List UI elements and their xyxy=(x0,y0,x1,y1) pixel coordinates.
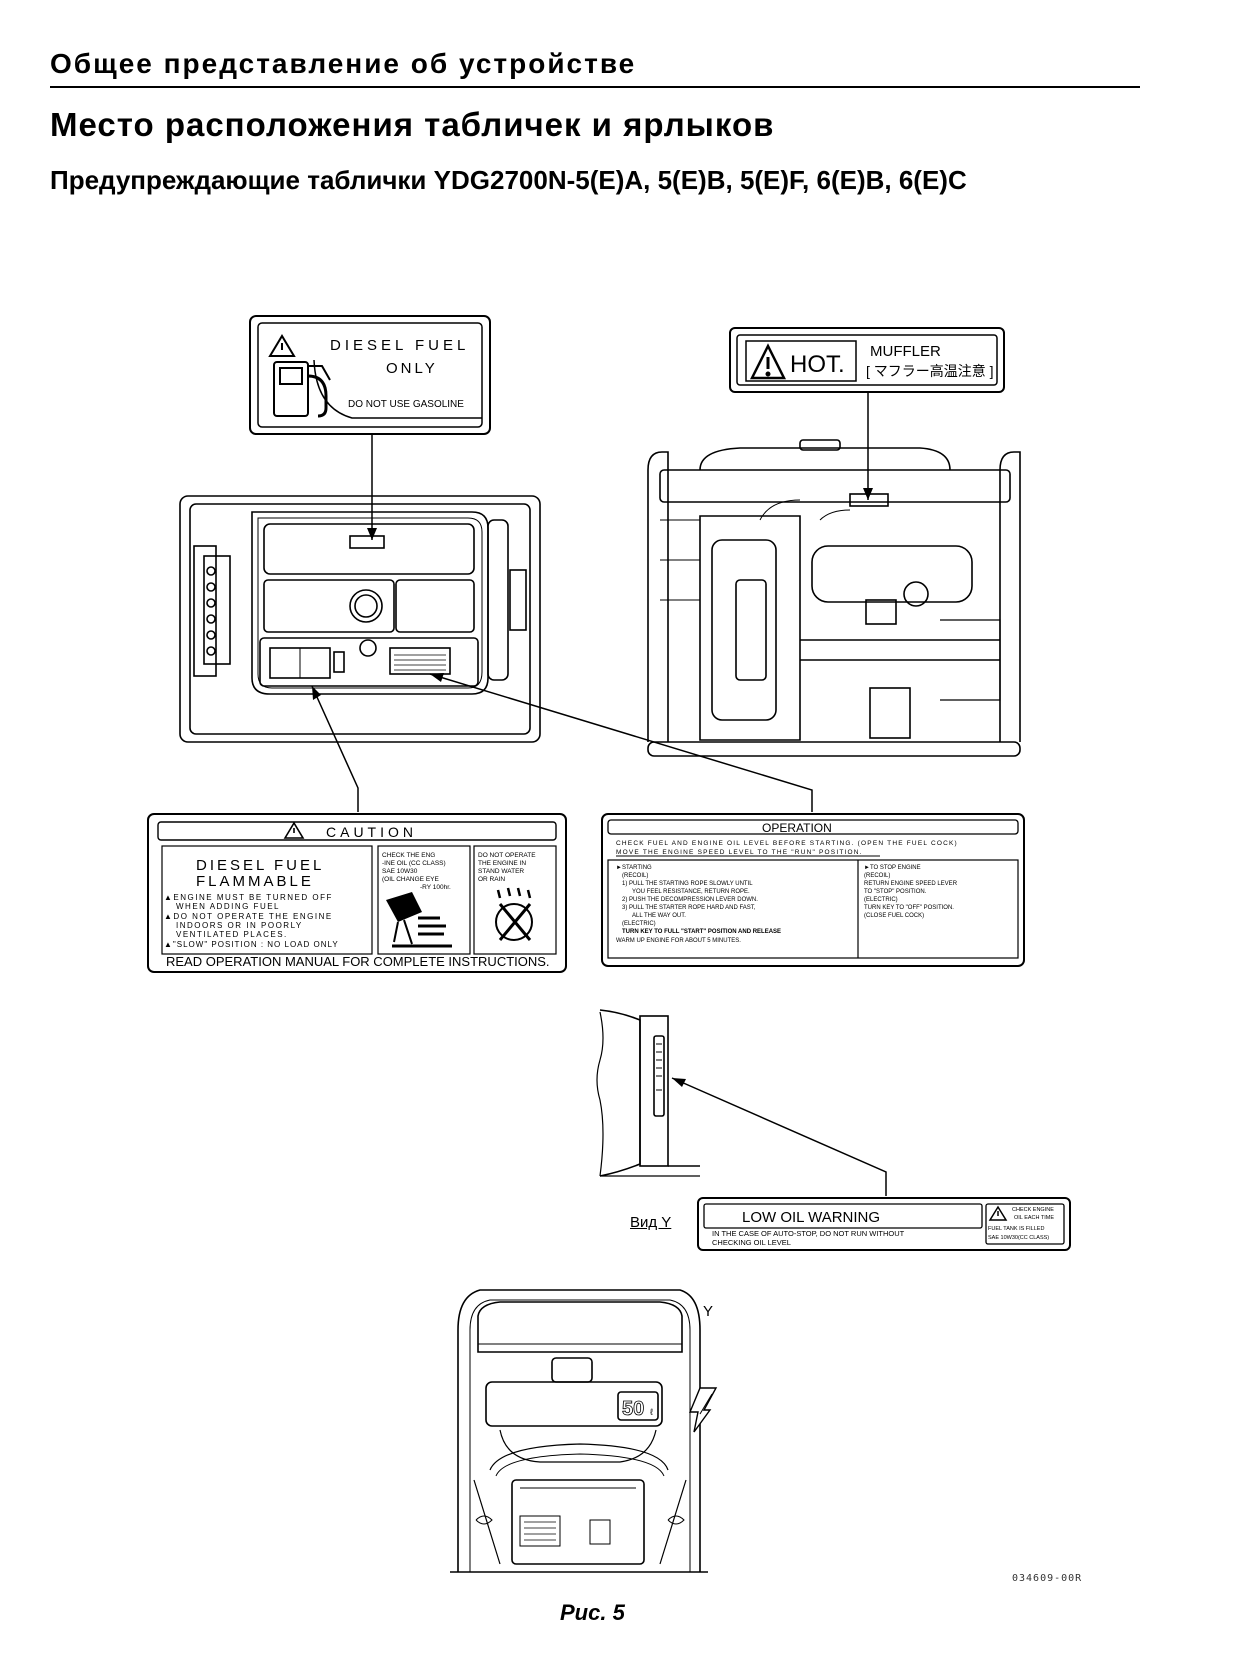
caution-water-line: STAND WATER xyxy=(478,868,524,875)
low-oil-side-line: CHECK ENGINE xyxy=(1012,1207,1054,1213)
caution-label: CAUTION DIESEL FUEL FLAMMABLE ▲ENGINE MU… xyxy=(147,813,567,973)
hot-label-word: HOT. xyxy=(790,351,845,378)
no-rain-icon xyxy=(495,887,533,941)
caution-oil-line: -INE OIL (CC CLASS) xyxy=(382,860,446,867)
view-y-arrow-label: Y xyxy=(703,1303,714,1320)
diesel-fuel-label: DIESEL FUEL ONLY DO NOT USE GASOLINE xyxy=(249,315,491,435)
svg-text:ℓ: ℓ xyxy=(650,1407,654,1417)
view-y-arrow-icon xyxy=(688,1387,718,1433)
caution-oil-line: (OIL CHANGE EYE xyxy=(382,876,439,883)
caution-bullet: VENTILATED PLACES. xyxy=(176,930,288,939)
caution-bullet: ▲"SLOW" POSITION : NO LOAD ONLY xyxy=(164,940,339,949)
caution-heading2: FLAMMABLE xyxy=(196,873,314,890)
page-title: Место расположения табличек и ярлыков xyxy=(50,106,775,143)
operation-stop-line: (RECOIL) xyxy=(864,873,890,879)
operation-start-line: ►STARTING xyxy=(616,865,652,871)
operation-start-line: 1) PULL THE STARTING ROPE SLOWLY UNTIL xyxy=(622,881,753,887)
operation-start-line: (ELECTRIC) xyxy=(622,921,656,927)
operation-start-line: 2) PUSH THE DECOMPRESSION LEVER DOWN. xyxy=(622,897,758,903)
view-y-label: Вид Y xyxy=(630,1214,672,1231)
caution-heading1: DIESEL FUEL xyxy=(196,857,324,874)
diesel-label-line1: DIESEL FUEL xyxy=(330,337,469,354)
operation-top-line: MOVE THE ENGINE SPEED LEVEL TO THE "RUN"… xyxy=(616,849,863,856)
caution-bullet: ▲ENGINE MUST BE TURNED OFF xyxy=(164,893,333,902)
operation-start-line: ALL THE WAY OUT. xyxy=(632,913,686,919)
generator-rear-view: 50 ℓ xyxy=(450,1289,708,1573)
operation-start-line: 3) PULL THE STARTER ROPE HARD AND FAST, xyxy=(622,905,756,911)
caution-bullet: WHEN ADDING FUEL xyxy=(176,902,280,911)
operation-stop-line: (ELECTRIC) xyxy=(864,897,898,903)
section-title: Общее представление об устройстве xyxy=(50,48,637,79)
subtitle: Предупреждающие таблички YDG2700N-5(E)A,… xyxy=(50,165,967,195)
figure-caption: Рис. 5 xyxy=(560,1600,625,1625)
diesel-label-line3: DO NOT USE GASOLINE xyxy=(348,399,464,410)
low-oil-side-line: FUEL TANK IS FILLED xyxy=(988,1226,1044,1232)
operation-label: OPERATION CHECK FUEL AND ENGINE OIL LEVE… xyxy=(601,813,1025,967)
operation-stop-line: TO "STOP" POSITION. xyxy=(864,889,927,895)
operation-start-line: YOU FEEL RESISTANCE, RETURN ROPE. xyxy=(632,889,750,895)
operation-start-line: TURN KEY TO FULL "START" POSITION AND RE… xyxy=(622,929,781,935)
caution-water-line: THE ENGINE IN xyxy=(478,860,526,867)
caution-oil-line: -RY 100hr. xyxy=(420,884,451,891)
generator-front-view xyxy=(179,495,541,743)
view-y-panel xyxy=(596,1009,700,1177)
caution-bullet: INDOORS OR IN POORLY xyxy=(176,921,303,930)
tank-mark: 50 xyxy=(622,1398,644,1420)
operation-start-line: (RECOIL) xyxy=(622,873,648,879)
caution-water-line: OR RAIN xyxy=(478,876,505,883)
hot-label-line2: [ マフラー高温注意 ] xyxy=(866,363,994,379)
diesel-label-line2: ONLY xyxy=(386,360,438,377)
low-oil-side-line: SAE 10W30(CC CLASS) xyxy=(988,1235,1049,1241)
caution-oil-line: SAE 10W30 xyxy=(382,868,418,875)
hot-muffler-label: HOT. MUFFLER [ マフラー高温注意 ] xyxy=(729,327,1005,393)
oil-can-icon xyxy=(386,892,452,948)
operation-top-line: CHECK FUEL AND ENGINE OIL LEVEL BEFORE S… xyxy=(616,840,958,847)
header-rule xyxy=(50,86,1140,88)
operation-stop-line: (CLOSE FUEL COCK) xyxy=(864,913,924,919)
low-oil-side-line: OIL EACH TIME xyxy=(1014,1215,1054,1221)
caution-title: CAUTION xyxy=(326,824,417,840)
low-oil-line1: IN THE CASE OF AUTO-STOP, DO NOT RUN WIT… xyxy=(712,1229,905,1238)
operation-stop-line: ►TO STOP ENGINE xyxy=(864,865,921,871)
operation-stop-line: RETURN ENGINE SPEED LEVER xyxy=(864,881,958,887)
caution-footer: READ OPERATION MANUAL FOR COMPLETE INSTR… xyxy=(166,954,550,969)
hot-label-line1: MUFFLER xyxy=(870,343,941,360)
low-oil-line2: CHECKING OIL LEVEL xyxy=(712,1238,791,1247)
operation-start-line: WARM UP ENGINE FOR ABOUT 5 MINUTES. xyxy=(616,938,741,944)
drawing-code: 034609-00R xyxy=(1012,1573,1083,1584)
caution-bullet: ▲DO NOT OPERATE THE ENGINE xyxy=(164,912,333,921)
low-oil-warning-label: LOW OIL WARNING IN THE CASE OF AUTO-STOP… xyxy=(697,1197,1071,1251)
operation-stop-line: TURN KEY TO "OFF" POSITION. xyxy=(864,905,954,911)
fuel-pump-icon xyxy=(273,361,331,418)
low-oil-title: LOW OIL WARNING xyxy=(742,1209,880,1226)
operation-title: OPERATION xyxy=(762,821,832,835)
caution-water-line: DO NOT OPERATE xyxy=(478,852,536,859)
caution-oil-line: CHECK THE ENG xyxy=(382,852,435,859)
generator-side-view xyxy=(647,439,1021,757)
